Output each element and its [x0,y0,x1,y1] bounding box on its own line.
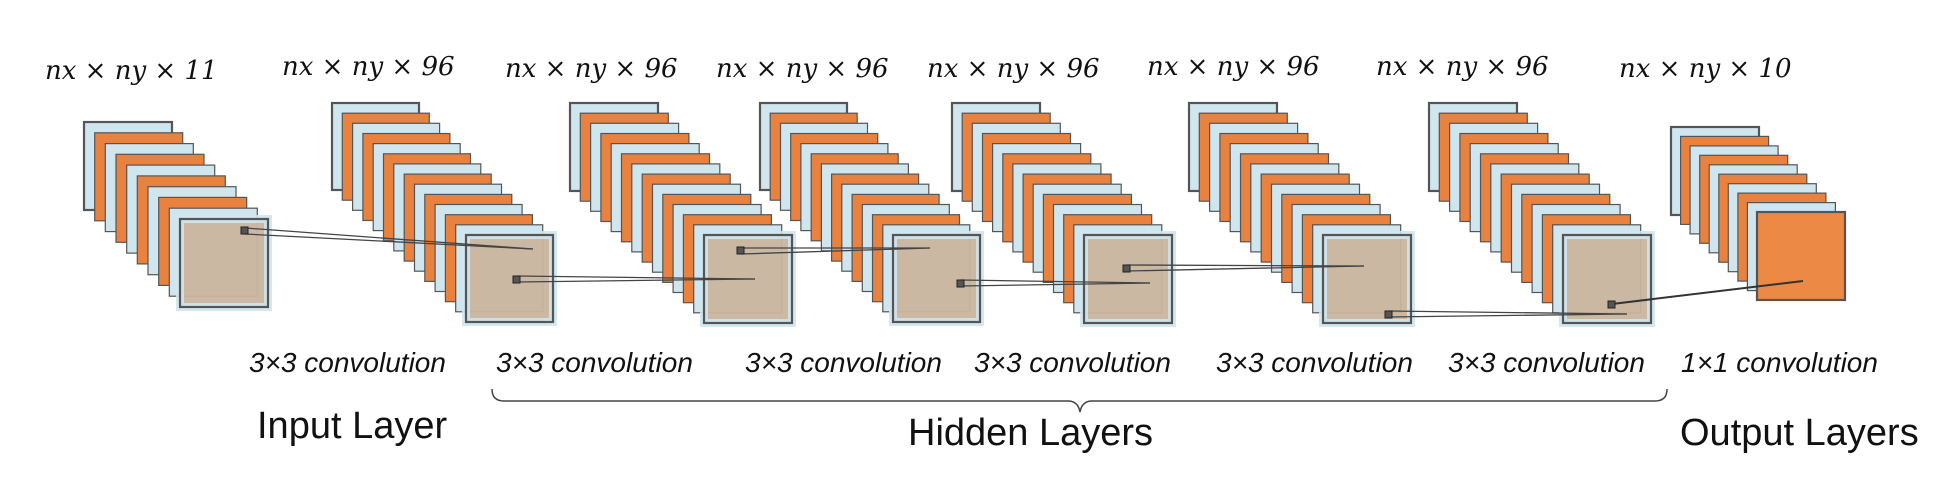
feature-map-8-10 [1755,210,1847,302]
feature-map-6-14 [1321,233,1413,325]
kernel-marker-4 [956,279,965,288]
kernel-marker-7 [1607,300,1616,309]
feature-map-5-14 [1082,233,1174,325]
conn-line-2b [516,278,756,283]
conv-label-4: 3×3 convolution [974,347,1171,378]
feature-map-stack-5 [950,101,1176,327]
conv-label-6: 3×3 convolution [1448,347,1645,378]
hidden-layers-brace [491,388,1668,413]
feature-map-stacks [82,101,1847,327]
layer-dim-label-8: nx × ny × 10 [1619,54,1792,84]
conn-line-1b [244,233,534,250]
front-map-outline-4 [891,233,982,324]
input-layer-label: Input Layer [257,405,447,447]
front-map-outline-2 [464,233,555,324]
conn-line-7 [1611,280,1804,305]
conn-line-6a [1388,310,1628,315]
conv-label-2: 3×3 convolution [496,347,693,378]
front-map-outline-7 [1561,233,1653,325]
layer-dim-label-7: nx × ny × 96 [1376,52,1549,82]
feature-map-stack-8 [1669,125,1847,302]
conn-line-3b [740,247,931,255]
output-layers-label: Output Layers [1680,412,1919,454]
layer-dim-label-3: nx × ny × 96 [505,54,678,84]
convolution-connections [240,226,1804,319]
kernel-marker-5 [1122,264,1131,273]
kernel-marker-1 [240,226,249,235]
conn-line-4b [960,282,1151,287]
conv-label-1: 3×3 convolution [249,347,446,378]
conn-line-4a [960,279,1151,284]
layer-dim-label-5: nx × ny × 96 [927,54,1100,84]
feature-map-stack-6 [1187,101,1415,327]
layer-dim-label-2: nx × ny × 96 [282,52,455,82]
hidden-layers-label: Hidden Layers [908,412,1153,454]
conv-label-5: 3×3 convolution [1216,347,1413,378]
front-map-outline-1 [178,217,270,309]
conn-line-5a [1126,264,1365,267]
conn-line-6b [1388,313,1628,318]
layer-dim-label-6: nx × ny × 96 [1147,52,1320,82]
layer-dim-label-1: nx × ny × 11 [45,56,218,86]
kernel-marker-6 [1384,310,1393,319]
front-map-outline-6 [1321,233,1413,325]
kernel-marker-3 [736,246,745,255]
feature-map-stack-7 [1427,101,1655,327]
conn-line-2a [516,275,756,280]
feature-map-stack-2 [330,101,557,326]
conv-label-3: 3×3 convolution [745,347,942,378]
feature-map-stack-1 [82,120,272,311]
conv-label-7: 1×1 convolution [1681,347,1878,378]
kernel-marker-2 [512,275,521,284]
layer-dim-label-4: nx × ny × 96 [716,54,889,84]
conn-line-1a [244,227,534,250]
feature-map-7-14 [1561,233,1653,325]
feature-map-stack-3 [568,101,796,327]
conn-line-5b [1126,265,1365,272]
front-map-outline-5 [1082,233,1174,325]
feature-map-1-10 [178,217,270,309]
